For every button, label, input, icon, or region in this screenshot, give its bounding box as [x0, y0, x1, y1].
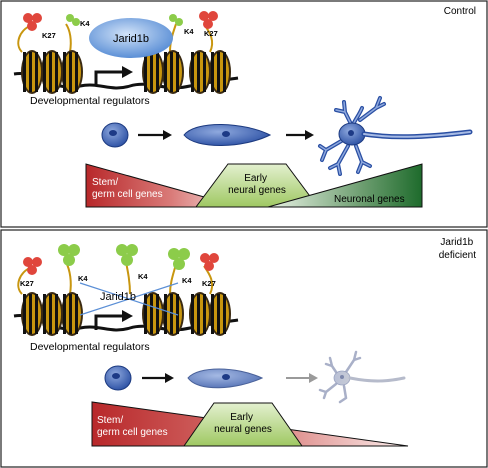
- control-panel: K27 K4 Jarid1b K4 K27 Developmental regu…: [13, 6, 476, 208]
- control-k27-left-marks: [23, 13, 42, 31]
- deficient-tail-3: [125, 261, 131, 295]
- deficient-k4-right-marks: [168, 248, 190, 270]
- deficient-stem-cell-nucleus: [112, 373, 120, 379]
- deficient-stem-gene-line-1: Stem/: [97, 415, 123, 426]
- control-arrow-2-head: [305, 130, 314, 140]
- control-jarid1b-enzyme: [89, 18, 173, 58]
- control-tail-left: [17, 25, 31, 53]
- deficient-arrow-2-head: [309, 373, 318, 383]
- control-k4-left-marks: [66, 14, 80, 26]
- deficient-transcription-arrowhead: [122, 310, 133, 322]
- control-nucleosome-3: [61, 50, 83, 94]
- deficient-transcription-arrow: [94, 314, 124, 330]
- deficient-nucleosome-5: [162, 292, 184, 336]
- deficient-k4-right-label: K4: [182, 276, 192, 285]
- deficient-early-gene-label: Early neural genes: [214, 412, 272, 435]
- control-k4-right-marks: [169, 14, 183, 26]
- deficient-condition-label: Jarid1b deficient: [439, 237, 476, 261]
- control-progenitor-nucleus: [222, 131, 230, 137]
- deficient-nucleosome-6: [189, 292, 211, 336]
- control-early-gene-line-1: Early: [244, 173, 267, 184]
- deficient-faded-neuron: [318, 350, 406, 404]
- deficient-nucleosome-2: [41, 292, 63, 336]
- deficient-panel-frame: [0, 229, 488, 468]
- control-stem-gene-line-1: Stem/: [92, 177, 118, 188]
- deficient-k4-mid-label: K4: [138, 272, 148, 281]
- deficient-stem-gene-line-2: germ cell genes: [97, 427, 168, 438]
- control-tail-left2: [65, 23, 72, 53]
- deficient-nucleosome-4: [142, 292, 164, 336]
- deficient-k27-left-label: K27: [20, 279, 34, 288]
- control-early-gene-line-2: neural genes: [228, 185, 286, 196]
- deficient-k4-left-label: K4: [78, 274, 88, 283]
- deficient-nucleosome-3: [61, 292, 83, 336]
- deficient-early-gene-trapezoid: [183, 402, 303, 447]
- deficient-k27-right-label: K27: [202, 279, 216, 288]
- deficient-regulators-caption: Developmental regulators: [30, 341, 150, 353]
- control-nucleosome-1: [21, 50, 43, 94]
- control-neuron: [318, 96, 473, 176]
- deficient-progenitor-nucleus: [222, 374, 230, 380]
- deficient-condition-line-2: deficient: [439, 250, 476, 261]
- control-k27-left-label: K27: [42, 31, 56, 40]
- control-stem-gene-line-2: germ cell genes: [92, 189, 163, 200]
- control-jarid1b-label: Jarid1b: [113, 33, 149, 45]
- deficient-nucleosome-7: [209, 292, 231, 336]
- control-k27-right-marks: [199, 11, 218, 29]
- deficient-jarid1b-label: Jarid1b: [100, 291, 136, 303]
- control-stem-gene-wedge: [85, 163, 241, 208]
- control-transcription-arrow: [94, 70, 124, 86]
- control-neuronal-gene-label: Neuronal genes: [334, 194, 405, 205]
- deficient-k27-right-marks: [200, 253, 219, 271]
- control-regulators-caption: Developmental regulators: [30, 95, 150, 107]
- control-condition-line-1: Control: [444, 6, 476, 17]
- control-k4-left-label: K4: [80, 19, 90, 28]
- control-transcription-arrowhead: [122, 66, 133, 78]
- deficient-nucleosome-1: [21, 292, 43, 336]
- deficient-jarid1b-crossout: [79, 282, 179, 316]
- control-early-gene-label: Early neural genes: [228, 173, 286, 196]
- deficient-panel: K27 K4 K4 K4 K27 Jarid1b: [13, 237, 476, 447]
- control-condition-label: Control: [444, 6, 476, 17]
- deficient-arrow-1-head: [165, 373, 174, 383]
- deficient-condition-line-1: Jarid1b: [440, 237, 473, 248]
- control-nucleosome-2: [41, 50, 63, 94]
- deficient-k4-mid-marks: [116, 244, 138, 266]
- control-neuronal-gene-wedge: [267, 163, 423, 208]
- deficient-k4-left-marks: [58, 244, 80, 266]
- deficient-stem-gene-label: Stem/ germ cell genes: [97, 415, 168, 438]
- control-stem-cell-nucleus: [109, 130, 117, 136]
- control-nucleosome-6: [189, 50, 211, 94]
- deficient-early-gene-line-1: Early: [230, 412, 253, 423]
- deficient-k27-left-marks: [23, 257, 42, 275]
- control-k4-right-label: K4: [184, 27, 194, 36]
- control-nucleosome-5: [162, 50, 184, 94]
- deficient-tail-2: [65, 261, 72, 295]
- control-k27-right-label: K27: [204, 29, 218, 38]
- control-panel-frame: [0, 0, 488, 228]
- control-stem-gene-label: Stem/ germ cell genes: [92, 177, 163, 200]
- control-nucleosome-7: [209, 50, 231, 94]
- control-arrow-1-head: [163, 130, 172, 140]
- deficient-early-gene-line-2: neural genes: [214, 424, 272, 435]
